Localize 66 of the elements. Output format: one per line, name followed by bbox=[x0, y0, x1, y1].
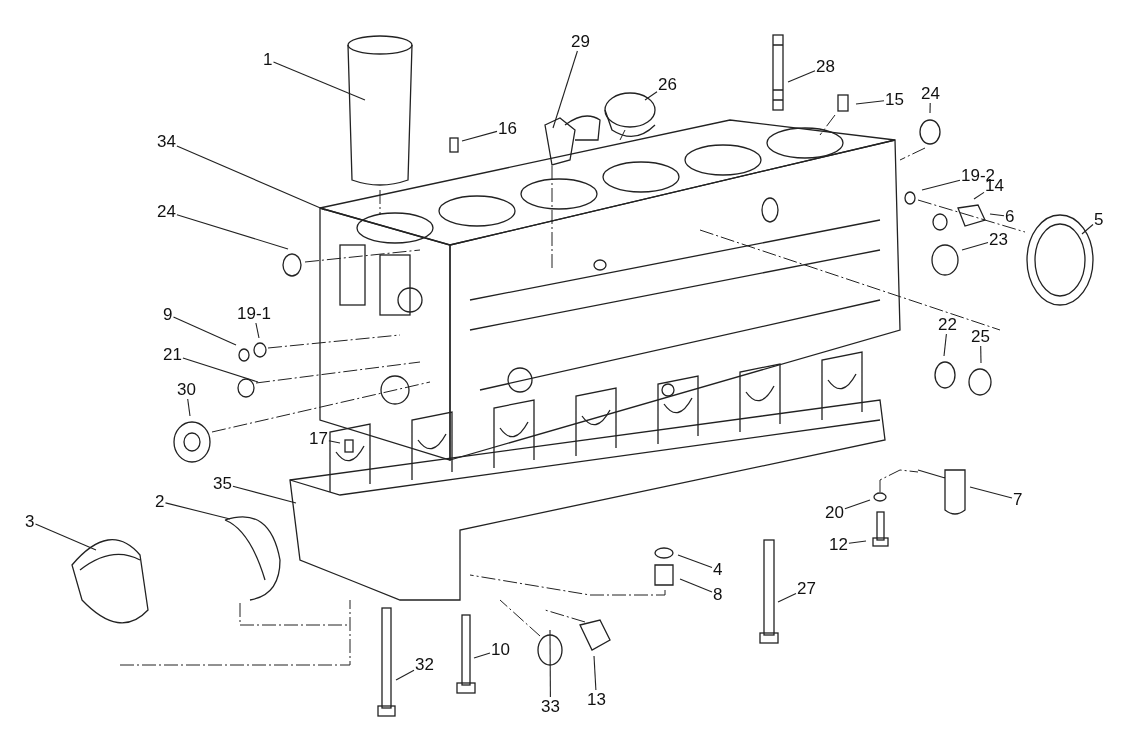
leader-line bbox=[164, 502, 231, 520]
callout-number: 33 bbox=[540, 697, 561, 716]
callout-number: 4 bbox=[712, 560, 724, 579]
leader-line bbox=[272, 61, 366, 101]
callout-number: 2 bbox=[154, 492, 166, 511]
callout-number: 24 bbox=[920, 84, 941, 103]
leader-line bbox=[777, 592, 797, 603]
leader-line bbox=[989, 213, 1005, 217]
leader-line bbox=[848, 540, 867, 544]
callout-number: 25 bbox=[970, 327, 991, 346]
callout-number: 12 bbox=[828, 535, 849, 554]
callout-number: 20 bbox=[824, 503, 845, 522]
leader-line bbox=[182, 357, 259, 383]
callout-number: 19-1 bbox=[236, 304, 273, 323]
callout-number: 7 bbox=[1012, 490, 1024, 509]
callout-number: 3 bbox=[24, 512, 36, 531]
leader-line bbox=[172, 316, 237, 346]
callout-number: 13 bbox=[586, 690, 607, 709]
callout-number: 22 bbox=[937, 315, 958, 334]
callout-number: 29 bbox=[570, 32, 591, 51]
callout-number: 10 bbox=[490, 640, 511, 659]
callout-number: 17 bbox=[308, 429, 329, 448]
leader-line bbox=[980, 345, 982, 364]
leader-line bbox=[677, 554, 713, 568]
leader-line bbox=[969, 486, 1013, 499]
leader-line bbox=[679, 578, 713, 593]
callout-number: 8 bbox=[712, 585, 724, 604]
leader-line bbox=[395, 669, 415, 681]
leader-line bbox=[549, 629, 551, 698]
leader-line bbox=[328, 440, 341, 444]
callout-number: 34 bbox=[156, 132, 177, 151]
leader-line bbox=[943, 333, 947, 357]
callout-number: 30 bbox=[176, 380, 197, 399]
leader-line bbox=[34, 523, 97, 551]
callout-number: 5 bbox=[1093, 210, 1105, 229]
leader-line bbox=[176, 214, 289, 250]
leader-line bbox=[552, 50, 578, 129]
leader-line bbox=[844, 499, 871, 510]
callout-number: 16 bbox=[497, 119, 518, 138]
callout-number: 9 bbox=[162, 305, 174, 324]
leader-line bbox=[855, 100, 885, 105]
callout-number: 23 bbox=[988, 230, 1009, 249]
callout-number: 15 bbox=[884, 90, 905, 109]
leader-line bbox=[255, 322, 260, 339]
leader-line bbox=[473, 652, 491, 659]
callout-number: 27 bbox=[796, 579, 817, 598]
leader-line bbox=[593, 655, 597, 691]
leader-line bbox=[921, 179, 961, 191]
leader-line bbox=[787, 70, 816, 83]
callout-number: 32 bbox=[414, 655, 435, 674]
leader-line bbox=[461, 130, 498, 142]
leader-line bbox=[176, 145, 326, 211]
callout-number: 21 bbox=[162, 345, 183, 364]
callout-number: 6 bbox=[1004, 207, 1016, 226]
leader-line bbox=[232, 485, 297, 504]
callout-number: 28 bbox=[815, 57, 836, 76]
leader-line bbox=[187, 398, 191, 417]
leader-line bbox=[961, 241, 989, 251]
leader-line bbox=[929, 102, 931, 114]
leader-line bbox=[1081, 223, 1094, 235]
leader-line bbox=[644, 91, 658, 101]
callout-number: 24 bbox=[156, 202, 177, 221]
leader-line bbox=[973, 191, 985, 200]
callout-number: 1 bbox=[262, 50, 274, 69]
callout-number: 35 bbox=[212, 474, 233, 493]
callout-number: 26 bbox=[657, 75, 678, 94]
